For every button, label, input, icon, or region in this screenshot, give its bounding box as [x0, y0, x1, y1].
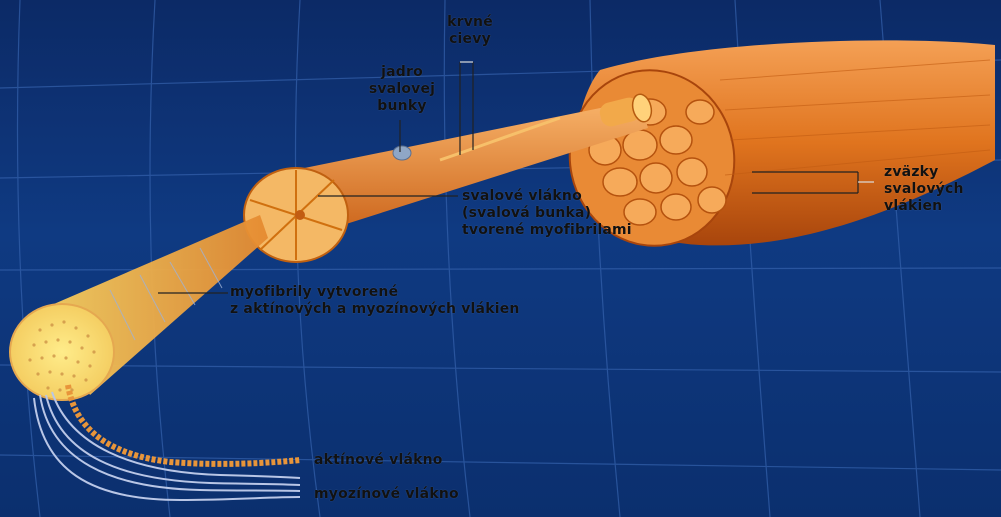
label-svalove-vlakno: svalové vlákno (svalová bunka) tvorené m… — [462, 188, 632, 239]
label-myozinove-vlakno: myozínové vlákno — [314, 486, 459, 503]
label-zvazky-svalovych-vlakien: zväzky svalových vlákien — [884, 164, 964, 215]
myosin-filament — [34, 392, 300, 500]
label-jadro-svalovej-bunky: jadro svalovej bunky — [362, 64, 442, 115]
label-krvne-cievy: krvné cievy — [430, 14, 510, 48]
label-aktinove-vlakno: aktínové vlákno — [314, 452, 443, 469]
label-myofibrily: myofibrily vytvorené z aktínových a myoz… — [230, 284, 520, 318]
actin-filament — [68, 385, 300, 464]
